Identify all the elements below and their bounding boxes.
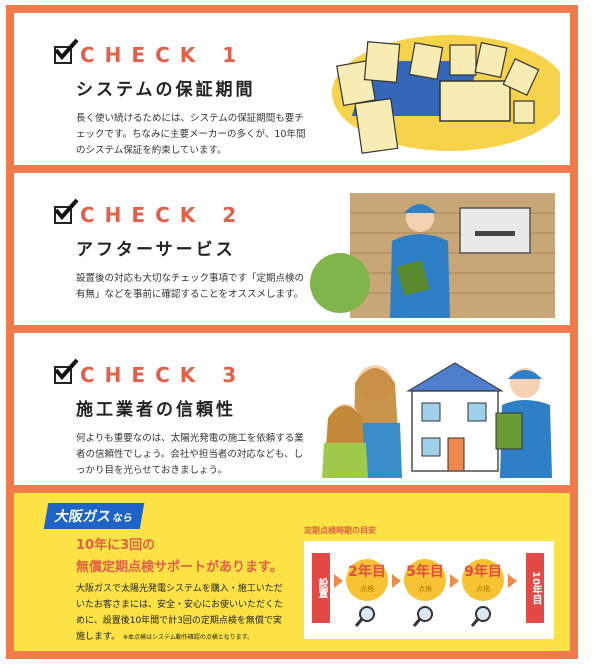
schedule-step: 5年目 点検 xyxy=(404,559,446,601)
checkbox-icon xyxy=(54,198,79,224)
magnifier-icon xyxy=(470,606,491,627)
osaka-note: ※本点検はシステム動作確認の点検となります。 xyxy=(122,634,254,641)
magnifier-icon xyxy=(412,606,433,627)
step-label: 点検 xyxy=(360,585,374,593)
step-year: 2年目 xyxy=(348,564,386,580)
arrow-icon xyxy=(450,574,459,588)
infographic-frame: CHECK 1 システムの保証期間 長く使い続けるためには、システムの保証期間も… xyxy=(6,5,578,659)
promo-line-2: 無償定期点検サポートがあります。 xyxy=(76,560,283,575)
arrow-icon xyxy=(334,574,343,588)
schedule-step: 9年目 点検 xyxy=(462,559,504,601)
technician-inspection-illustration xyxy=(310,193,555,318)
checkbox-icon xyxy=(54,38,79,64)
promo-line-1: 10年に3回の xyxy=(76,538,156,553)
osaka-gas-panel: 大阪ガスなら 10年に3回の 無償定期点検サポートがあります。 大阪ガスで太陽光… xyxy=(14,493,570,651)
arrow-icon xyxy=(392,574,401,588)
check-title: システムの保証期間 xyxy=(76,80,256,100)
step-label: 点検 xyxy=(476,585,490,593)
osaka-body-text: 大阪ガスで太陽光発電システムを購入・施工いただいたお客さまには、安全・安心にお使… xyxy=(76,584,284,642)
osaka-gas-badge: 大阪ガスなら xyxy=(43,503,145,529)
promo-headline: 10年に3回の 無償定期点検サポートがあります。 xyxy=(76,535,283,579)
inspection-schedule: 定期点検時期の目安 設置 2年目 点検 5年目 点検 9年目 点 xyxy=(304,526,554,639)
check-heading: CHECK 1 xyxy=(54,38,247,67)
check-card-1: CHECK 1 システムの保証期間 長く使い続けるためには、システムの保証期間も… xyxy=(14,13,570,165)
check-card-2: CHECK 2 アフターサービス 設置後の対応も大切なチェック事項です「定期点検… xyxy=(14,173,570,325)
check-label: CHECK 1 xyxy=(80,43,247,67)
magnifier-icon xyxy=(354,606,375,627)
checkbox-icon xyxy=(54,358,79,384)
step-year: 5年目 xyxy=(406,564,444,580)
check-card-3: CHECK 3 施工業者の信頼性 何よりも重要なのは、太陽光発電の施工を依頼する… xyxy=(14,333,570,485)
check-body: 何よりも重要なのは、太陽光発電の施工を依頼する業者の信頼性でしょう。会社や担当者… xyxy=(76,433,304,476)
badge-suffix: なら xyxy=(111,513,134,524)
schedule-end-tag: 10年目 xyxy=(526,553,544,623)
check-title: 施工業者の信頼性 xyxy=(76,400,236,420)
warranty-calendar-solar-illustration xyxy=(332,35,560,154)
check-body: 設置後の対応も大切なチェック事項です「定期点検の有無」などを事前に確認することを… xyxy=(76,273,305,300)
badge-brand: 大阪ガス xyxy=(53,509,113,525)
step-label: 点検 xyxy=(418,585,432,593)
schedule-panel: 設置 2年目 点検 5年目 点検 9年目 点検 xyxy=(304,541,554,639)
osaka-body: 大阪ガスで太陽光発電システムを購入・施工いただいたお客さまには、安全・安心にお使… xyxy=(76,581,286,646)
schedule-title: 定期点検時期の目安 xyxy=(304,526,376,535)
check-label: CHECK 3 xyxy=(80,363,247,387)
schedule-start-tag: 設置 xyxy=(312,553,330,623)
check-title: アフターサービス xyxy=(76,240,236,260)
step-year: 9年目 xyxy=(464,564,502,580)
check-label: CHECK 2 xyxy=(80,203,247,227)
schedule-step: 2年目 点検 xyxy=(346,559,388,601)
arrow-icon xyxy=(508,574,517,588)
check-body: 長く使い続けるためには、システムの保証期間も要チェックです。ちなみに主要メーカー… xyxy=(76,113,306,156)
check-heading: CHECK 3 xyxy=(54,358,247,387)
house-family-technician-illustration xyxy=(322,362,552,478)
check-heading: CHECK 2 xyxy=(54,198,247,227)
